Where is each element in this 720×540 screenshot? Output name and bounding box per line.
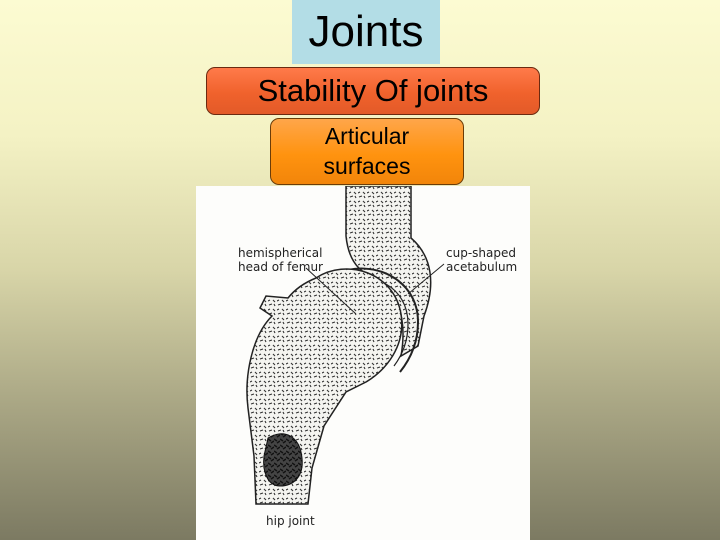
slide-title: Joints bbox=[292, 0, 440, 64]
acetabulum-label: cup-shaped acetabulum bbox=[446, 246, 518, 274]
hip-joint-diagram: hemispherical head of femur cup-shaped a… bbox=[196, 186, 530, 540]
hip-joint-drawing bbox=[246, 186, 445, 505]
figure-caption: hip joint bbox=[266, 514, 315, 528]
femur-head-label: hemispherical head of femur bbox=[238, 246, 323, 274]
subtitle-box: Stability Of joints bbox=[206, 67, 540, 115]
topic-box: Articular surfaces bbox=[270, 118, 464, 185]
